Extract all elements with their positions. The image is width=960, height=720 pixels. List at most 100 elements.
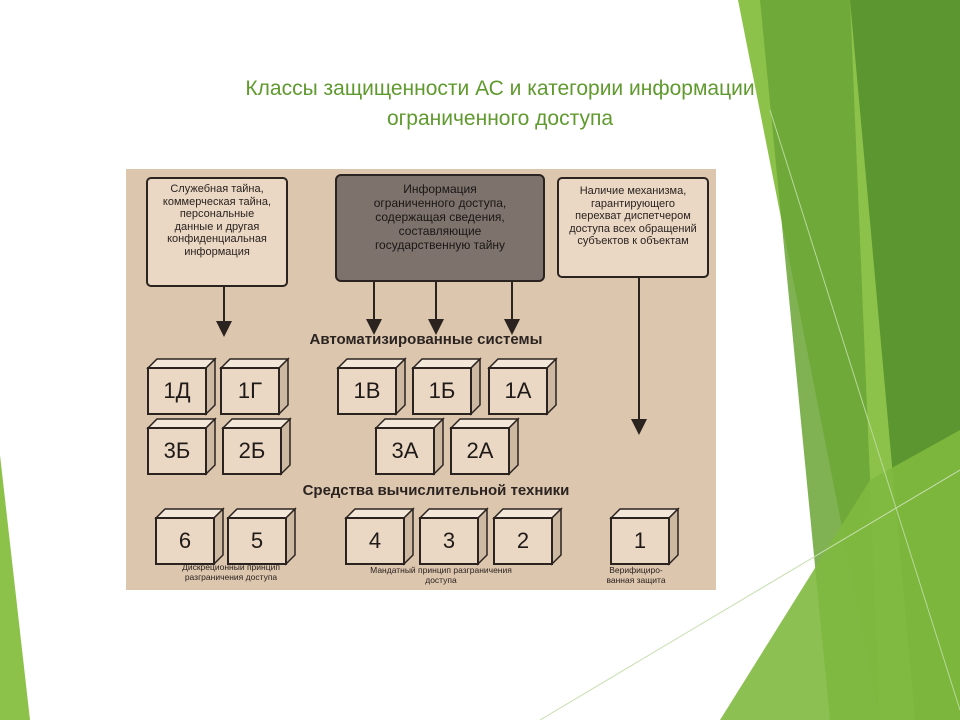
cube-front: [147, 367, 207, 415]
cube-top: [226, 508, 297, 519]
verified-caption: Верифициро- ванная защита: [596, 565, 676, 585]
cube-front: [412, 367, 472, 415]
svt-class-cube: [226, 507, 297, 566]
left-info-line: персональные: [179, 208, 255, 220]
svt-class-label: 3: [442, 528, 456, 553]
cube-side: [551, 507, 562, 566]
cube-front: [147, 427, 207, 475]
cube-top: [492, 508, 563, 519]
center-info-box: [335, 174, 545, 282]
center-info-line: содержащая сведения,: [375, 210, 505, 224]
as-class-label: 1А: [504, 378, 532, 403]
cube-front: [375, 427, 435, 475]
diagram-graphics: [146, 174, 709, 566]
as-class-cube: [411, 357, 482, 416]
left-info-line: Служебная тайна,: [170, 183, 264, 195]
mandatory-caption: Мандатный принцип разграничения доступа: [351, 565, 531, 585]
cube-side: [508, 417, 519, 476]
left-info-line: данные и другая: [174, 220, 260, 233]
cube-side: [546, 357, 557, 416]
center-info-text: Информация ограниченного доступа, содерж…: [339, 182, 541, 252]
cube-front: [337, 367, 397, 415]
svt-class-cube: [344, 507, 415, 566]
as-class-cube: [449, 417, 520, 476]
cube-top: [418, 508, 489, 519]
as-class-label: 1Д: [163, 378, 191, 403]
thin-line-2: [539, 469, 960, 720]
cube-top: [336, 358, 407, 369]
left-info-line: коммерческая тайна,: [162, 195, 272, 208]
automated-systems-label: Автоматизированные системы: [309, 331, 543, 348]
center-info-line: Информация: [403, 182, 477, 196]
center-info-line: ограниченного доступа,: [373, 196, 507, 210]
cube-top: [487, 358, 558, 369]
cube-side: [205, 357, 216, 416]
caption-line: Верифициро-: [609, 565, 663, 575]
cube-side: [205, 417, 216, 476]
left-info-line: конфиденциальная: [167, 233, 267, 245]
svt-class-label: 6: [178, 528, 192, 553]
green-shape-left: [0, 455, 30, 720]
discretionary-caption: Дискреционный принцип разграничения дост…: [156, 562, 306, 582]
svt-class-label: 2: [516, 528, 530, 553]
cube-front: [220, 367, 280, 415]
caption-line: Мандатный принцип разграничения: [370, 565, 512, 575]
as-class-cube: [221, 417, 292, 476]
cube-front: [493, 517, 553, 565]
as-class-cube: [374, 417, 445, 476]
svt-class-label: 1: [633, 528, 647, 553]
cube-front: [155, 517, 215, 565]
right-info-line: перехват диспетчером: [575, 210, 691, 222]
cube-front: [610, 517, 670, 565]
cube-top: [146, 358, 217, 369]
cube-front: [419, 517, 479, 565]
cube-front: [227, 517, 287, 565]
cube-side: [280, 417, 291, 476]
cube-top: [374, 418, 445, 429]
right-info-line: доступа всех обращений: [569, 222, 697, 235]
cube-top: [146, 418, 217, 429]
svt-class-cube: [154, 507, 225, 566]
cube-front: [345, 517, 405, 565]
cube-top: [609, 508, 680, 519]
cube-top: [154, 508, 225, 519]
left-info-line: информация: [184, 245, 250, 258]
right-info-line: гарантирующего: [590, 197, 676, 210]
caption-line: Дискреционный принцип: [182, 562, 280, 572]
thin-line-1: [769, 109, 960, 711]
center-info-line: составляющие: [398, 224, 482, 238]
cube-side: [668, 507, 679, 566]
as-class-cube: [219, 357, 290, 416]
left-info-box: [146, 177, 288, 287]
cube-top: [449, 418, 520, 429]
left-info-text: Служебная тайна, коммерческая тайна, пер…: [150, 183, 284, 258]
cube-side: [477, 507, 488, 566]
svt-class-label: 5: [250, 528, 264, 553]
cube-side: [403, 507, 414, 566]
svt-class-cube: [609, 507, 680, 566]
cube-top: [221, 418, 292, 429]
as-class-label: 2А: [466, 438, 494, 463]
as-class-label: 1В: [353, 378, 381, 403]
right-info-box: [557, 177, 709, 278]
cube-side: [470, 357, 481, 416]
slide-title-line-1: Классы защищенности АС и категории инфор…: [245, 77, 755, 100]
right-info-line: Наличие механизма,: [579, 185, 687, 197]
computing-facilities-label: Средства вычислительной техники: [302, 482, 570, 499]
as-class-label: 3А: [391, 438, 419, 463]
right-info-text: Наличие механизма, гарантирующего перехв…: [561, 185, 705, 248]
as-class-label: 3Б: [163, 438, 191, 463]
caption-line: ванная защита: [606, 575, 666, 585]
cube-top: [344, 508, 415, 519]
as-class-cube: [487, 357, 558, 416]
cube-top: [219, 358, 290, 369]
svt-class-label: 4: [368, 528, 382, 553]
as-class-label: 1Б: [428, 378, 456, 403]
caption-line: разграничения доступа: [184, 572, 278, 582]
cube-side: [433, 417, 444, 476]
cube-front: [222, 427, 282, 475]
cube-side: [285, 507, 296, 566]
as-class-cube: [336, 357, 407, 416]
slide-title-line-2: ограниченного доступа: [386, 107, 614, 130]
